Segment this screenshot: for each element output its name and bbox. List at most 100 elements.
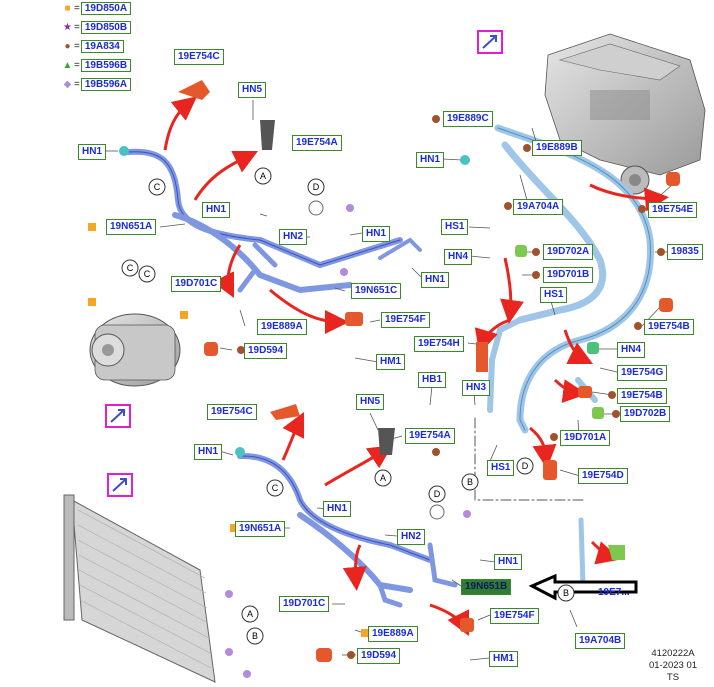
svg-text:C: C (154, 182, 161, 192)
part-label: HN4 (444, 249, 473, 265)
svg-text:D: D (313, 182, 320, 192)
part-label: 19D701B (543, 267, 594, 283)
part-label: HM1 (489, 651, 519, 667)
circle-icon: ● (64, 41, 71, 52)
part-label: 19D701A (560, 430, 611, 446)
svg-text:C: C (144, 269, 151, 279)
callout-b: B (0, 0, 3, 2)
part-label: 19A704A (513, 199, 564, 215)
part-label: HB1 (418, 372, 447, 388)
part-markers (88, 115, 665, 659)
part-label: 19E754C (207, 404, 257, 420)
part-label: 19A704B (575, 633, 626, 649)
callout-c: C (266, 479, 284, 497)
svg-text:B: B (467, 477, 473, 487)
part-label: 19E754B (617, 388, 667, 404)
callout-c: C (121, 259, 139, 277)
legend-item: ◆=19B596A (62, 78, 132, 92)
callout-d: D (428, 485, 446, 503)
callout-d: D (516, 457, 534, 475)
part-label: 19E754A (405, 428, 455, 444)
part-label: 19E889B (532, 140, 582, 156)
part-label: 19D594 (244, 343, 288, 359)
part-label: 19E754A (292, 135, 342, 151)
callout-a: A (374, 469, 392, 487)
svg-text:D: D (522, 461, 529, 471)
part-label: 19D701C (171, 276, 222, 292)
part-label: 19N651A (235, 521, 286, 537)
ac-compressor (89, 313, 181, 387)
part-label: HN1 (421, 272, 450, 288)
part-label: 19E754H (414, 336, 464, 352)
part-label: 19E754G (617, 365, 668, 381)
part-label: 19D702B (620, 406, 671, 422)
part-label: HS1 (441, 219, 469, 235)
part-label: HN5 (356, 394, 385, 410)
part-label: HN1 (194, 444, 223, 460)
part-label: 19E889C (443, 111, 493, 127)
svg-text:B: B (252, 631, 258, 641)
part-label: 19E754F (381, 312, 430, 328)
part-label: 19D594 (357, 648, 401, 664)
svg-text:A: A (260, 171, 266, 181)
view-icon (477, 30, 503, 54)
part-label: 19835 (667, 244, 703, 260)
part-label: 19D701C (279, 596, 330, 612)
reference-block: 4120222A 01-2023 01 TS (640, 648, 706, 684)
reference-initials: TS (666, 672, 680, 683)
part-label: 19N651C (351, 283, 402, 299)
svg-text:A: A (247, 609, 253, 619)
svg-text:D: D (434, 489, 441, 499)
reference-date: 01-2023 01 (648, 660, 698, 671)
part-label: HN3 (462, 380, 491, 396)
part-label: 19D702A (543, 244, 594, 260)
red-arrows (163, 96, 669, 637)
part-label: 19E754F (490, 608, 539, 624)
callout-a: A (254, 167, 272, 185)
lower-line-assembly (237, 452, 458, 608)
callout-circles: C D C C A A B D B D A B C D A B (0, 0, 575, 645)
square-icon: ■ (64, 3, 71, 14)
svg-text:C: C (272, 483, 279, 493)
part-label: HN2 (279, 229, 308, 245)
reference-number: 4120222A (651, 648, 695, 659)
svg-text:B: B (563, 588, 569, 598)
legend-item: ★=19D850B (62, 21, 132, 35)
diamond-icon: ◆ (63, 79, 72, 90)
triangle-icon: ▲ (62, 60, 73, 71)
part-label: HS1 (487, 460, 515, 476)
part-label: 19N651A (106, 219, 157, 235)
star-icon: ★ (63, 22, 72, 33)
part-label: 19E754E (648, 202, 698, 218)
part-label: HN5 (238, 82, 267, 98)
svg-text:C: C (127, 263, 134, 273)
part-label: HN2 (397, 529, 426, 545)
part-label: HN1 (362, 226, 391, 242)
part-label: HS1 (540, 287, 568, 303)
callout-a: A (241, 605, 259, 623)
part-label: 19E754C (174, 49, 224, 65)
legend-item: ▲=19B596B (62, 59, 132, 73)
part-label: HN1 (494, 554, 523, 570)
part-label: HN1 (78, 144, 107, 160)
view-icon (105, 404, 131, 428)
part-label: 19E754D (578, 468, 628, 484)
callout-d: D (307, 178, 325, 196)
part-label-highlighted: 19N651B (461, 579, 512, 595)
svg-text:A: A (380, 473, 386, 483)
part-label: HN1 (202, 202, 231, 218)
part-label: HN1 (416, 152, 445, 168)
part-label: 19E889A (257, 319, 307, 335)
pointer-arrow (528, 573, 638, 601)
legend-item: ■=19D850A (62, 2, 132, 16)
callout-b: B (246, 627, 264, 645)
part-label: HN1 (323, 501, 352, 517)
hvac-module (544, 33, 706, 195)
view-icon (107, 473, 133, 497)
part-label: HN4 (617, 342, 646, 358)
fitting-parts (119, 80, 680, 678)
callout-b: B (461, 473, 479, 491)
part-label: 19E754B (644, 319, 694, 335)
callout-b: B (557, 584, 575, 602)
